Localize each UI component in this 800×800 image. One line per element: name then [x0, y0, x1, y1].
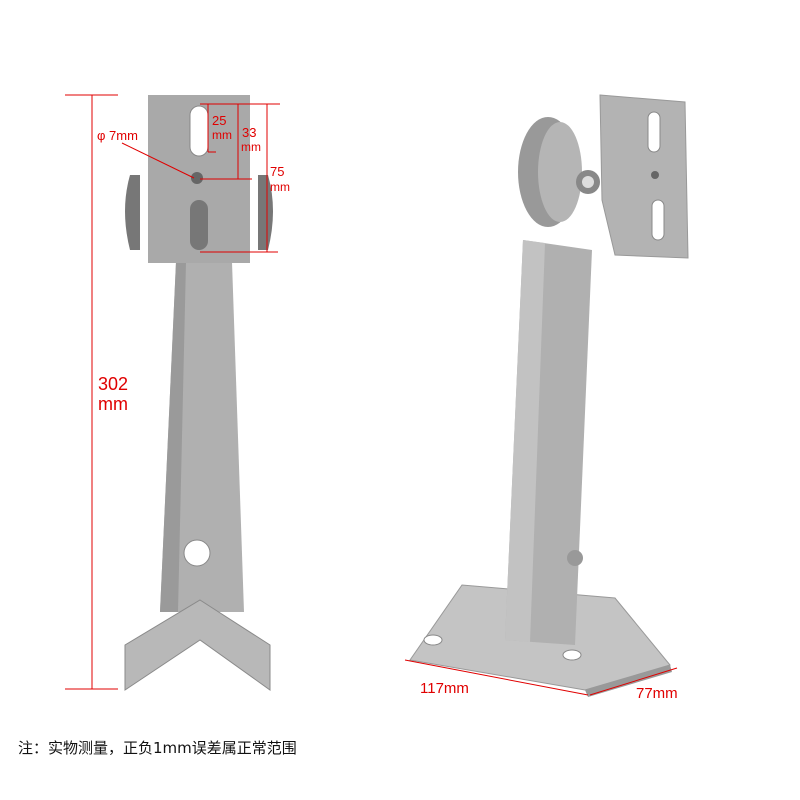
- front-view-bracket: [124, 95, 273, 691]
- base-length-label: 117mm: [420, 680, 469, 697]
- side-view-bracket: [409, 94, 689, 697]
- hole-diameter-label: φ 7mm: [97, 128, 138, 143]
- height-unit: mm: [98, 394, 128, 414]
- dimension-labels: 302 mm 25 mm 33 mm 75 mm φ 7mm 117mm 77m…: [97, 113, 678, 702]
- dimension-lines: [65, 94, 678, 696]
- slot-value: 25: [212, 113, 226, 128]
- slot-unit: mm: [212, 128, 232, 142]
- base-width-label: 77mm: [636, 685, 678, 702]
- center-unit: mm: [241, 140, 261, 154]
- height-value: 302: [98, 374, 128, 394]
- measurement-note: 注：实物测量，正负1mm误差属正常范围: [18, 739, 297, 757]
- center-value: 33: [242, 125, 256, 140]
- plate-value: 75: [270, 164, 284, 179]
- plate-unit: mm: [270, 180, 290, 194]
